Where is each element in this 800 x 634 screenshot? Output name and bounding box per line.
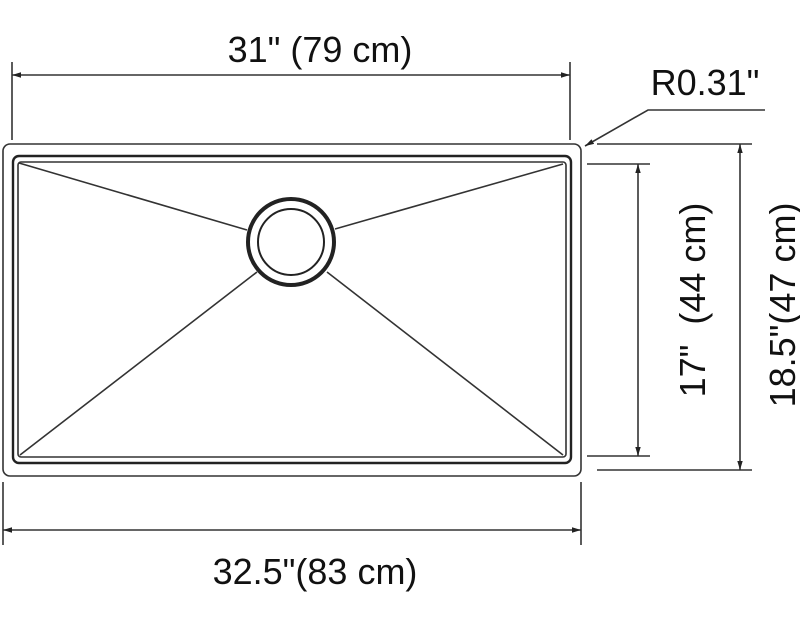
dimension-inner-depth: 17" (44 cm) <box>587 163 713 457</box>
slope-line-bottom-left <box>19 271 258 456</box>
slope-line-top-right <box>334 163 564 230</box>
slope-line-bottom-right <box>326 271 564 456</box>
dimension-top: 31" (79 cm) <box>11 29 571 140</box>
outer-depth-label: 18.5"(47 cm) <box>762 203 800 408</box>
corner-radius-callout: R0.31" <box>584 62 765 147</box>
bottom-width-label: 32.5"(83 cm) <box>213 551 418 592</box>
dimension-outer-depth: 18.5"(47 cm) <box>597 143 800 471</box>
bowl-inner-edge <box>17 161 567 458</box>
sink-outline <box>2 143 582 477</box>
inner-depth-label: 17" (44 cm) <box>672 203 713 398</box>
radius-leader-arrow <box>584 109 765 147</box>
bowl-outer-edge <box>11 154 573 465</box>
corner-radius-label: R0.31" <box>651 62 760 103</box>
dimension-bottom: 32.5"(83 cm) <box>2 482 582 592</box>
drain-inner-icon <box>257 208 325 276</box>
sink-outer-rim <box>2 143 582 477</box>
slope-line-top-left <box>18 162 248 231</box>
top-width-label: 31" (79 cm) <box>228 29 413 70</box>
